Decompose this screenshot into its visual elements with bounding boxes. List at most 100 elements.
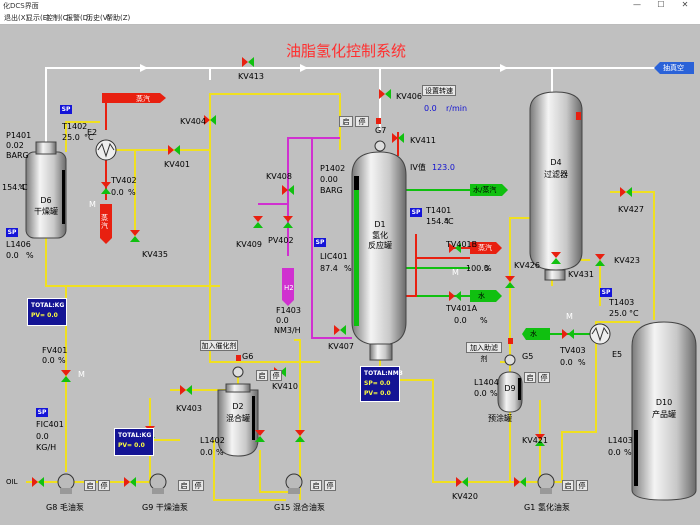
vacuum-arrow xyxy=(654,62,694,74)
add-filter-aid-button[interactable]: 加入助滤剂 xyxy=(466,342,502,363)
pump-G8 xyxy=(57,473,75,494)
D6-temp-value: 154.4 xyxy=(2,183,25,192)
water-arrow-right xyxy=(470,290,502,302)
sp-L1406[interactable]: SP xyxy=(6,228,18,237)
g9-stop-button[interactable]: 停 xyxy=(192,480,204,491)
menu-exit[interactable]: 退出(X) xyxy=(4,14,29,22)
d2-start-button[interactable]: 启 xyxy=(256,370,268,381)
vessel-D6-id: D6 xyxy=(40,196,52,205)
pump-G1 xyxy=(537,473,555,494)
vessel-D10-id: D10 xyxy=(655,398,673,407)
minimize-button[interactable]: — xyxy=(633,0,641,9)
T1402-tag: T1402 xyxy=(62,122,88,131)
F1403-unit: NM3/H xyxy=(274,326,301,335)
valve-label-KV408: KV408 xyxy=(266,172,292,181)
P1402-unit: BARG xyxy=(320,186,343,195)
g1-start-button[interactable]: 启 xyxy=(562,480,574,491)
set-speed-button[interactable]: 设置转速 xyxy=(422,85,456,96)
L1402-tag: L1402 xyxy=(200,436,225,445)
d9-start-button[interactable]: 启 xyxy=(524,372,536,383)
TV402-unit: % xyxy=(128,188,136,197)
d2-stop-button[interactable]: 停 xyxy=(270,370,282,381)
L1406-value: 0.0 xyxy=(6,251,19,260)
LIC401-tag: LIC401 xyxy=(320,252,348,261)
water-label-right: 水 xyxy=(478,292,485,300)
LIC401-value: 87.4 xyxy=(320,264,338,273)
sp-T1401[interactable]: SP xyxy=(410,208,422,217)
vessel-D2-name: 混合罐 xyxy=(226,414,250,423)
L1404-value: 0.0 xyxy=(474,389,487,398)
L1404-unit: % xyxy=(490,389,498,398)
d9-stop-button[interactable]: 停 xyxy=(538,372,550,383)
valve-label-KV410: KV410 xyxy=(272,382,298,391)
g1-stop-button[interactable]: 停 xyxy=(576,480,588,491)
totalizer-2-title: TOTAL:KG xyxy=(118,432,152,439)
menu-history[interactable]: 历史(V) xyxy=(86,14,111,22)
vessel-D1-id: D1 xyxy=(374,220,386,229)
TV403-value: 0.0 xyxy=(560,358,573,367)
valve-label-FV401: FV401 xyxy=(42,346,68,355)
valve-label-KV403: KV403 xyxy=(176,404,202,413)
sp-T1403[interactable]: SP xyxy=(600,288,612,297)
steam-arrow-right xyxy=(470,242,502,254)
menu-bar: 退出(X) 显示(E) 控制(C) 报警(D) 历史(V) 帮助(Z) xyxy=(0,12,700,25)
valve-label-KV404: KV404 xyxy=(180,117,206,126)
T1401-tag: T1401 xyxy=(426,206,452,215)
L1403-tag: L1403 xyxy=(608,436,633,445)
d1-stop-button[interactable]: 停 xyxy=(355,116,369,127)
steam-inlet-arrow xyxy=(100,204,112,244)
maximize-button[interactable]: ☐ xyxy=(657,0,665,9)
sp-T1402[interactable]: SP xyxy=(60,105,72,114)
d1-start-button[interactable]: 启 xyxy=(339,116,353,127)
P1402-value: 0.00 xyxy=(320,175,338,184)
menu-display[interactable]: 显示(E) xyxy=(26,14,50,22)
menu-alarm[interactable]: 报警(D) xyxy=(66,14,91,22)
g8-stop-button[interactable]: 停 xyxy=(98,480,110,491)
g9-start-button[interactable]: 启 xyxy=(178,480,190,491)
vessel-D4 xyxy=(529,91,583,281)
IV-tag: IV值 xyxy=(410,163,426,172)
valve-label-KV427: KV427 xyxy=(618,205,644,214)
motor-M-tv402: M xyxy=(89,200,96,209)
equipment-label-G5: G5 xyxy=(522,352,534,361)
sp-LIC401[interactable]: SP xyxy=(314,238,326,247)
menu-help[interactable]: 帮助(Z) xyxy=(106,14,131,22)
FIC401-tag: FIC401 xyxy=(36,420,64,429)
pump-G15 xyxy=(285,473,303,494)
totalizer-1-title: TOTAL:KG xyxy=(31,302,65,309)
L1404-tag: L1404 xyxy=(474,378,499,387)
TV401B-value: 100.0 xyxy=(466,264,489,273)
steam-label-right: 蒸汽 xyxy=(478,244,492,252)
water-steam-arrow xyxy=(470,184,508,196)
exchanger-E2 xyxy=(95,139,117,161)
FV401-value: 0.0 xyxy=(42,356,55,365)
menu-control[interactable]: 控制(C) xyxy=(46,14,71,22)
status-indicators xyxy=(236,118,513,361)
oil-inlet-label: OIL xyxy=(6,478,18,486)
vessel-D6 xyxy=(25,141,67,239)
T1401-unit: °C xyxy=(444,217,454,226)
vessel-D2 xyxy=(217,383,259,457)
valve-label-KV401: KV401 xyxy=(164,160,190,169)
valve-label-KV435: KV435 xyxy=(142,250,168,259)
g8-start-button[interactable]: 启 xyxy=(84,480,96,491)
L1403-unit: % xyxy=(624,448,632,457)
water-label-e5: 水 xyxy=(530,330,537,338)
g15-stop-button[interactable]: 停 xyxy=(324,480,336,491)
T1403-value: 25.0 xyxy=(609,309,627,318)
F1403-tag: F1403 xyxy=(276,306,301,315)
sp-FIC401[interactable]: SP xyxy=(36,408,48,417)
motor-M-tv401: M xyxy=(452,268,459,277)
valve-label-KV421: KV421 xyxy=(522,436,548,445)
valve-label-KV411: KV411 xyxy=(410,136,436,145)
vessel-D1-name: 氢化 反应罐 xyxy=(368,231,392,250)
g15-start-button[interactable]: 启 xyxy=(310,480,322,491)
TV402-value: 0.0 xyxy=(111,188,124,197)
pump-label-G1: G1 氢化油泵 xyxy=(524,503,570,512)
close-button[interactable]: ✕ xyxy=(681,0,689,9)
FV401-unit: % xyxy=(58,356,66,365)
add-catalyst-button[interactable]: 加入催化剂 xyxy=(200,340,238,351)
P1401-unit: BARG xyxy=(6,151,29,160)
speed-unit: r/min xyxy=(446,104,468,113)
T1403-unit: °C xyxy=(629,309,639,318)
